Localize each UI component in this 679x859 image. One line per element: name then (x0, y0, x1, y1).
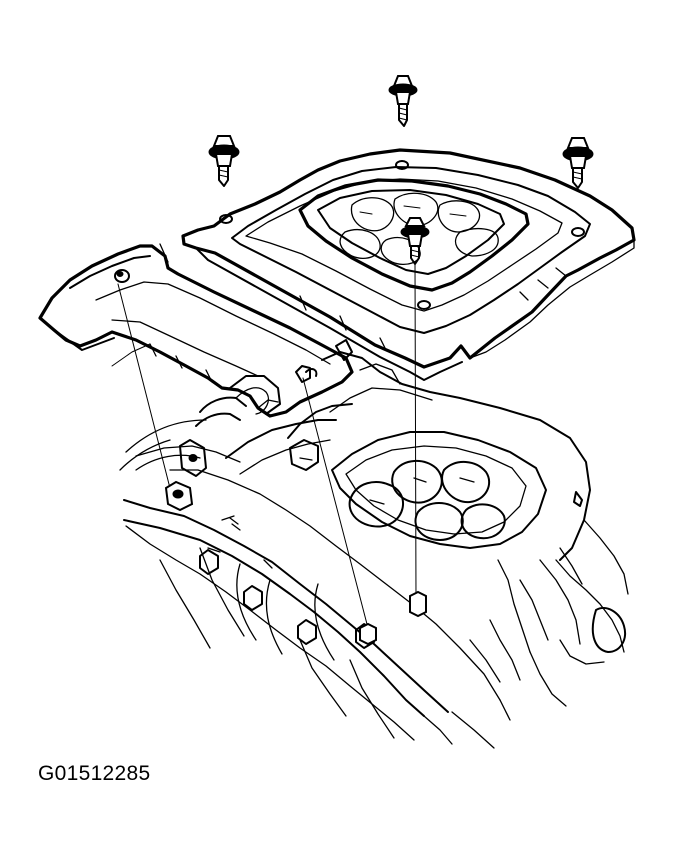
engine-cover-top (181, 148, 636, 381)
bolt-icon (562, 137, 594, 189)
figure-code: G01512285 (38, 762, 151, 785)
engine-outline (125, 519, 629, 749)
engine-cover-side (38, 243, 354, 418)
clip-icon (409, 590, 427, 618)
clip-icon (359, 622, 377, 646)
leader-lines (111, 263, 417, 629)
bolt-icon (208, 135, 240, 187)
bolt-icon (208, 75, 594, 265)
bolt-icon (388, 75, 418, 127)
clip-icon (164, 480, 194, 512)
engine-lower-left (123, 445, 501, 739)
throttle-area (119, 365, 337, 477)
intake-manifold (287, 339, 626, 665)
